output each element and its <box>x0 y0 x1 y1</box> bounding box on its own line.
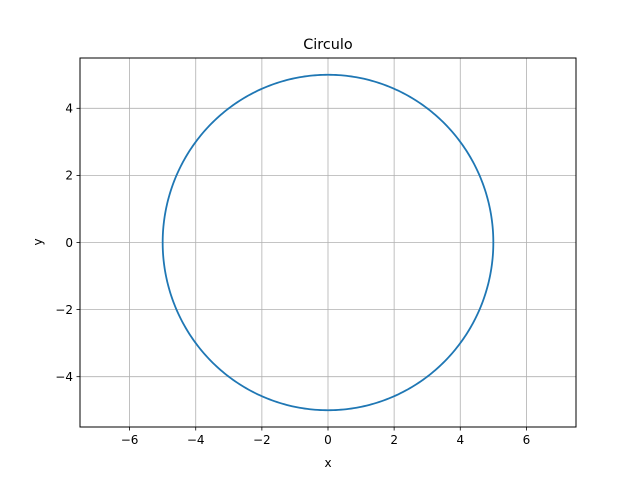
x-tick-label: −4 <box>187 433 205 447</box>
grid <box>80 58 576 427</box>
x-tick-label: 6 <box>523 433 531 447</box>
y-axis-label: y <box>31 238 45 245</box>
y-tick-label: 4 <box>65 102 73 116</box>
y-tick-label: 0 <box>65 236 73 250</box>
x-tick-label: −6 <box>121 433 139 447</box>
circle-series-line <box>161 73 495 412</box>
y-tick-label: −4 <box>55 370 73 384</box>
x-axis-label: x <box>324 456 331 470</box>
plot-area <box>161 73 495 412</box>
chart-title: Circulo <box>303 37 353 53</box>
x-tick-label: 4 <box>456 433 464 447</box>
ticks: −6 −4 −2 0 2 4 6 −4 −2 0 2 4 <box>55 102 530 447</box>
y-tick-label: 2 <box>65 169 73 183</box>
x-tick-label: 2 <box>390 433 398 447</box>
y-tick-label: −2 <box>55 303 73 317</box>
x-tick-label: −2 <box>253 433 271 447</box>
x-tick-label: 0 <box>324 433 332 447</box>
